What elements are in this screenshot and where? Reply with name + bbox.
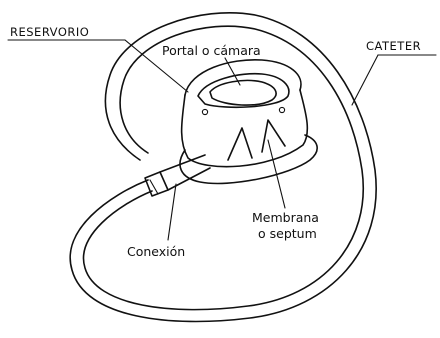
label-membrane-line1: Membrana (252, 210, 319, 225)
reservoir-body (179, 59, 318, 185)
label-membrane-line2: o septum (258, 226, 317, 241)
label-portal: Portal o cámara (162, 43, 261, 58)
label-reservoir: RESERVORIO (10, 25, 89, 39)
leader-lines (7, 39, 437, 241)
label-connection: Conexión (127, 244, 185, 259)
catheter-tube (69, 12, 377, 323)
connector (144, 154, 211, 197)
label-catheter: CATETER (366, 39, 421, 53)
